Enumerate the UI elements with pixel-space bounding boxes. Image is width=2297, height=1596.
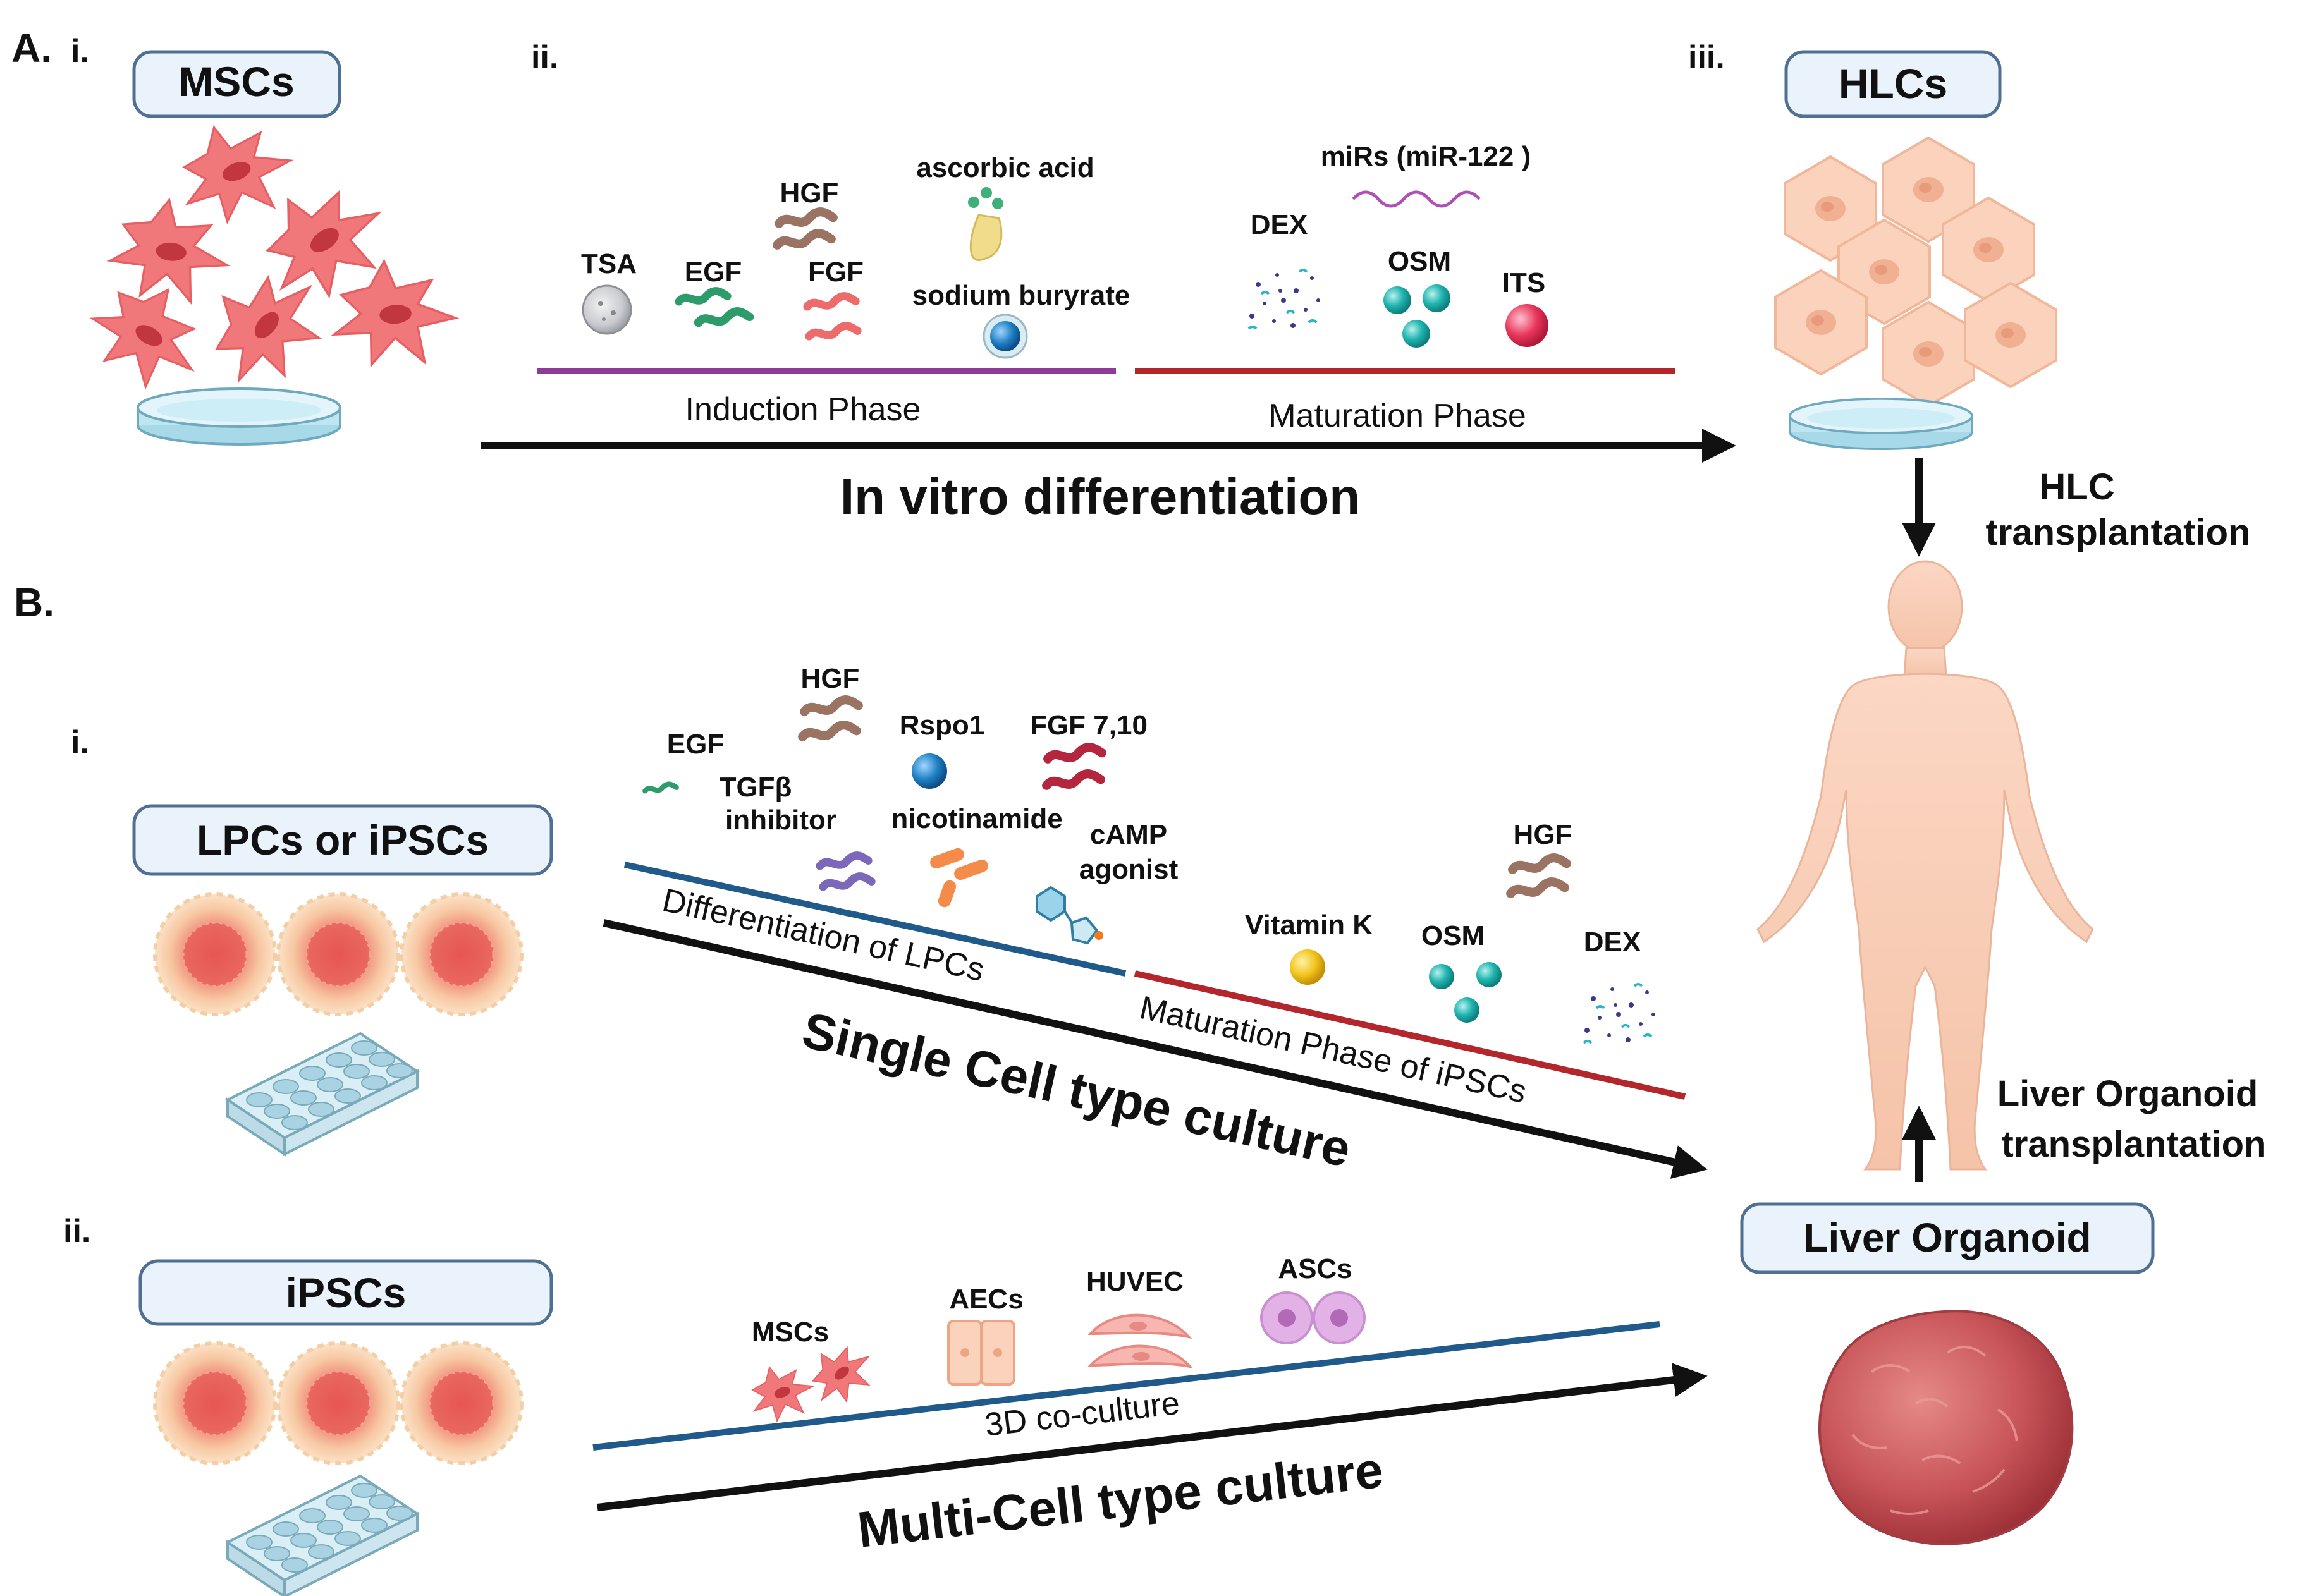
ipscs-label: iPSCs	[286, 1269, 407, 1316]
co-mscs-label: MSCs	[752, 1317, 829, 1348]
spheroids-row-i	[155, 894, 522, 1014]
mscs-label-pill: MSCs	[132, 50, 341, 118]
organoid-transplant-line1: Liver Organoid	[1997, 1073, 2258, 1114]
induction-phase-label: Induction Phase	[685, 391, 921, 428]
ascorbic-acid-factor: ascorbic acid	[916, 152, 1094, 262]
rspo1-factor: Rspo1	[900, 710, 984, 789]
co-culture-ascs: ASCs	[1260, 1253, 1366, 1344]
single-cell-arrow	[603, 919, 1708, 1179]
tgfb-label-line2: inhibitor	[725, 805, 836, 836]
egf-factor-b: EGF	[645, 729, 724, 791]
vitamin-k-label: Vitamin K	[1245, 910, 1373, 941]
human-body-figure	[1756, 560, 2094, 1171]
egf-label: EGF	[685, 257, 742, 288]
mscs-label: MSCs	[178, 58, 294, 105]
its-label: ITS	[1502, 267, 1545, 298]
fgf710-label: FGF 7,10	[1030, 710, 1148, 741]
co-culture-aecs: AECs	[947, 1284, 1024, 1386]
hlc-cluster	[1774, 137, 2057, 407]
hgf-factor-b2: HGF	[1510, 819, 1572, 894]
mirs-factor: miRs (miR-122 )	[1321, 141, 1531, 208]
maturation-phase-label-a: Maturation Phase	[1268, 398, 1526, 434]
vitamin-k-factor: Vitamin K	[1245, 910, 1373, 985]
msc-cluster	[75, 126, 466, 410]
differentiation-phase-line	[623, 862, 1127, 977]
co-ascs-label: ASCs	[1278, 1253, 1352, 1284]
maturation-phase-line-b	[1134, 970, 1686, 1100]
hgf-factor-b1: HGF	[801, 663, 860, 737]
dex-factor-b: DEX	[1583, 927, 1657, 1044]
hgf-factor-a: HGF	[777, 178, 838, 245]
hgf-label-a: HGF	[780, 178, 839, 209]
osm-factor-b: OSM	[1421, 920, 1502, 1023]
panel-b-sub-i: i.	[71, 724, 89, 761]
osm-label-b: OSM	[1421, 920, 1485, 951]
rspo1-label: Rspo1	[900, 710, 984, 741]
hlc-transplant-line1: HLC	[2039, 466, 2114, 508]
co-culture-huvec: HUVEC	[1086, 1266, 1194, 1369]
nicotinamide-factor: nicotinamide	[891, 803, 1063, 908]
osm-factor-a: OSM	[1383, 246, 1451, 348]
petri-dish-mscs	[137, 387, 341, 446]
multi-cell-arrow	[597, 1363, 1708, 1511]
egf-label-b: EGF	[667, 729, 724, 760]
hlc-transplant-line2: transplantation	[1986, 512, 2251, 553]
fgf-label: FGF	[808, 257, 864, 288]
dex-factor-a: DEX	[1247, 209, 1321, 330]
mirs-label: miRs (miR-122 )	[1321, 141, 1531, 172]
multi-cell-title: Multi-Cell type culture	[855, 1441, 1386, 1557]
hgf-label-b2: HGF	[1514, 819, 1572, 850]
liver-organoid-label: Liver Organoid	[1803, 1215, 2091, 1260]
panel-a-label: A.	[11, 25, 52, 71]
tgfb-inhibitor-factor: TGFβ inhibitor	[720, 772, 872, 887]
ascorbic-acid-label: ascorbic acid	[916, 152, 1094, 183]
liver-organoid-image	[1818, 1310, 2074, 1545]
panel-a-sub-i: i.	[71, 33, 89, 70]
co-aecs-label: AECs	[949, 1284, 1023, 1315]
osm-label-a: OSM	[1388, 246, 1451, 277]
camp-label-line1: cAMP	[1090, 819, 1167, 850]
panel-a-sub-ii: ii.	[531, 39, 558, 76]
nicotinamide-label: nicotinamide	[891, 803, 1062, 834]
tgfb-label-line1: TGFβ	[720, 772, 792, 803]
hlcs-label: HLCs	[1839, 60, 1947, 107]
organoid-transplant-line2: transplantation	[2002, 1124, 2267, 1165]
egf-factor: EGF	[679, 257, 750, 322]
sodium-butyrate-factor: sodium buryrate	[912, 280, 1130, 359]
sodium-butyrate-label: sodium buryrate	[912, 280, 1130, 311]
camp-agonist-factor: cAMP agonist	[1036, 819, 1179, 945]
liver-organoid-label-pill: Liver Organoid	[1740, 1202, 2155, 1274]
co-huvec-label: HUVEC	[1086, 1266, 1184, 1297]
dex-label-b: DEX	[1584, 927, 1641, 958]
panel-b-sub-ii: ii.	[63, 1213, 90, 1250]
panel-b-label: B.	[14, 580, 54, 625]
hgf-label-b1: HGF	[801, 663, 860, 694]
panel-a-sub-iii: iii.	[1688, 39, 1725, 76]
ipscs-label-pill: iPSCs	[138, 1259, 553, 1326]
spheroids-row-ii	[155, 1343, 522, 1463]
well-plate-row-ii	[226, 1475, 419, 1596]
fgf710-factor: FGF 7,10	[1030, 710, 1148, 786]
tsa-factor: TSA	[581, 248, 637, 335]
hlcs-label-pill: HLCs	[1784, 50, 2002, 118]
co-culture-mscs: MSCs	[752, 1317, 881, 1422]
tsa-label: TSA	[581, 248, 637, 279]
petri-dish-hlcs	[1789, 398, 1973, 451]
in-vitro-title: In vitro differentiation	[840, 468, 1360, 525]
lpcs-ipscs-label-pill: LPCs or iPSCs	[132, 804, 553, 876]
its-factor: ITS	[1502, 267, 1548, 347]
co-culture-line	[592, 1321, 1660, 1451]
camp-label-line2: agonist	[1079, 854, 1179, 885]
fgf-factor: FGF	[807, 257, 864, 336]
well-plate-row-i	[226, 1032, 419, 1155]
lpcs-ipscs-label: LPCs or iPSCs	[197, 817, 489, 863]
dex-label-a: DEX	[1251, 209, 1308, 240]
